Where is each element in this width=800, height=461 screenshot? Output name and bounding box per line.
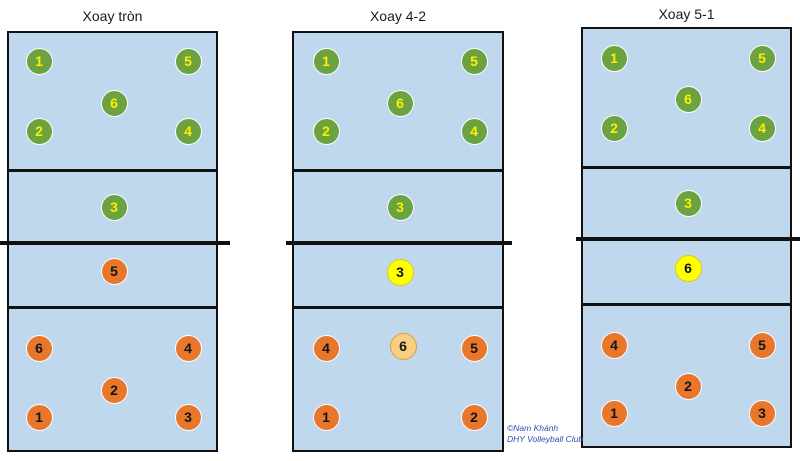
attack-line-bottom (7, 306, 218, 309)
player-marker: 1 (600, 44, 628, 72)
player-marker: 5 (748, 331, 776, 359)
player-marker: 3 (386, 193, 414, 221)
player-marker: 4 (312, 334, 340, 362)
attack-line-top (7, 169, 218, 172)
player-marker: 2 (460, 403, 488, 431)
net (576, 237, 800, 241)
attack-line-bottom (581, 303, 792, 306)
rotation-diagram-xoay-4-2: Xoay 4-2 1 5 6 2 4 3 3 4 6 5 1 2 (286, 0, 512, 461)
player-marker: 4 (460, 117, 488, 145)
player-marker: 3 (674, 189, 702, 217)
player-marker: 3 (748, 399, 776, 427)
player-marker: 6 (100, 89, 128, 117)
player-marker: 2 (25, 117, 53, 145)
player-marker: 5 (748, 44, 776, 72)
player-marker: 4 (174, 334, 202, 362)
player-marker: 1 (25, 47, 53, 75)
credit-text: ©Nam Khánh DHY Volleyball Club (507, 423, 585, 445)
diagram-title: Xoay 4-2 (369, 8, 427, 24)
diagram-title: Xoay tròn (82, 8, 143, 24)
player-marker: 5 (460, 47, 488, 75)
player-marker: 1 (312, 403, 340, 431)
player-marker: 2 (600, 114, 628, 142)
player-marker: 1 (600, 399, 628, 427)
player-marker: 3 (386, 258, 414, 286)
attack-line-bottom (292, 306, 504, 309)
player-marker: 4 (174, 117, 202, 145)
diagram-title: Xoay 5-1 (658, 6, 715, 22)
player-marker: 2 (312, 117, 340, 145)
credit-club: DHY Volleyball Club (507, 434, 584, 444)
player-marker: 6 (389, 332, 417, 360)
player-marker: 1 (25, 403, 53, 431)
credit-author: ©Nam Khánh (507, 423, 559, 433)
net (0, 241, 230, 245)
net (286, 241, 512, 245)
player-marker: 1 (312, 47, 340, 75)
player-marker: 6 (674, 85, 702, 113)
player-marker: 5 (460, 334, 488, 362)
player-marker: 3 (174, 403, 202, 431)
player-marker: 4 (600, 331, 628, 359)
player-marker: 4 (748, 114, 776, 142)
player-marker: 6 (25, 334, 53, 362)
attack-line-top (292, 169, 504, 172)
player-marker: 3 (100, 193, 128, 221)
player-marker: 5 (100, 257, 128, 285)
player-marker: 6 (674, 254, 702, 282)
player-marker: 6 (386, 89, 414, 117)
player-marker: 2 (100, 376, 128, 404)
player-marker: 5 (174, 47, 202, 75)
rotation-diagram-xoay-5-1: Xoay 5-1 1 5 6 2 4 3 6 4 5 2 1 3 (576, 0, 800, 461)
attack-line-top (581, 166, 792, 169)
player-marker: 2 (674, 372, 702, 400)
rotation-diagram-xoay-tron: Xoay tròn 1 5 6 2 4 3 5 6 4 2 1 3 (0, 0, 230, 461)
